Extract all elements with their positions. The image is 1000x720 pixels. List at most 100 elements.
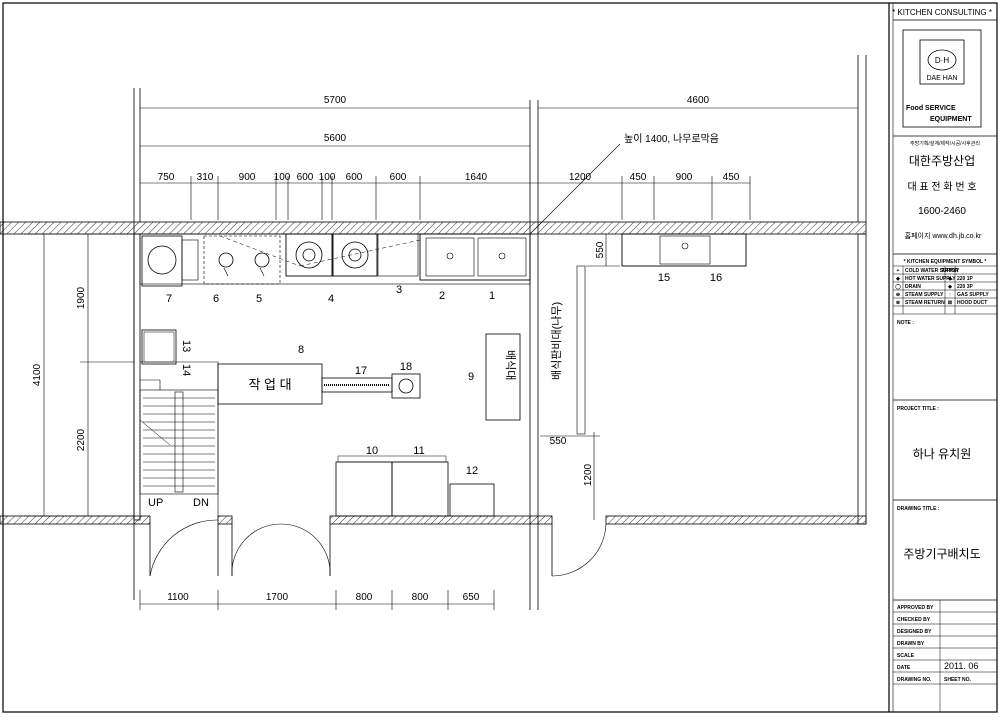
- svg-text:↑: ↑: [949, 292, 952, 298]
- dim-1700: 1700: [266, 592, 289, 603]
- dim-100a: 100: [274, 172, 291, 183]
- svg-text:APPROVED BY: APPROVED BY: [897, 605, 934, 611]
- label-2: 2: [439, 290, 445, 302]
- height-note: 높이 1400, 나무로막음: [624, 133, 719, 145]
- svg-text:HOOD DUCT: HOOD DUCT: [957, 300, 987, 306]
- equipment-12: [449, 483, 495, 517]
- equipment-4a: [285, 233, 333, 277]
- stairs: [139, 389, 219, 495]
- dim-1200-side: 1200: [583, 463, 594, 486]
- label-12: 12: [466, 465, 478, 477]
- serving-counter: [485, 333, 521, 421]
- label-9: 9: [468, 371, 474, 383]
- partition: [576, 265, 586, 435]
- svg-text:+: +: [897, 268, 900, 274]
- svg-text:GAS SUPPLY: GAS SUPPLY: [957, 292, 989, 298]
- dim-750: 750: [158, 172, 175, 183]
- logo-tagline-1: Food SERVICE: [906, 105, 956, 112]
- dim-800a: 800: [356, 592, 373, 603]
- svg-text:SCALE: SCALE: [897, 653, 915, 659]
- tb-company: 대한주방산업: [909, 154, 975, 168]
- tb-header: * KITCHEN CONSULTING *: [892, 8, 992, 17]
- stairs-up: UP: [148, 497, 163, 509]
- dim-4100: 4100: [32, 363, 43, 386]
- label-17: 17: [355, 365, 367, 377]
- left-wall: [133, 233, 141, 521]
- svg-text:220 1P: 220 1P: [957, 276, 974, 282]
- tb-project-label: PROJECT TITLE :: [897, 406, 939, 412]
- dim-310: 310: [197, 172, 214, 183]
- label-15: 15: [658, 272, 670, 284]
- svg-text:STEAM SUPPLY: STEAM SUPPLY: [905, 292, 944, 298]
- svg-text:220 3P: 220 3P: [957, 284, 974, 290]
- floor-plan: [0, 55, 867, 610]
- dim-650: 650: [463, 592, 480, 603]
- svg-text:STEAM RETURN: STEAM RETURN: [905, 300, 945, 306]
- dim-900: 900: [239, 172, 256, 183]
- dim-1640: 1640: [465, 172, 488, 183]
- tb-phone-label: 대 표 전 화 번 호: [907, 181, 976, 193]
- logo-name: DAE HAN: [926, 75, 957, 82]
- top-wall: [0, 221, 867, 235]
- symbol-legend: + COLD WATER SUPPLY TRTOR ◆ HOT WATER SU…: [893, 265, 997, 315]
- label-6: 6: [213, 293, 219, 305]
- equipment-11: [391, 461, 449, 517]
- plan-labels: 높이 1400, 나무로막음 1 2 3 4 5 6 7 8 9 10 11 1…: [148, 133, 722, 509]
- dim-900b: 900: [676, 172, 693, 183]
- label-11: 11: [413, 445, 424, 457]
- svg-text:⊕: ⊕: [896, 292, 900, 298]
- dim-450a: 450: [630, 172, 647, 183]
- dim-4600: 4600: [687, 95, 710, 106]
- dim-600b: 600: [346, 172, 363, 183]
- plan-dimensions: 5700 4600 5600 750 310 900 100 600 100 6…: [32, 95, 740, 603]
- svg-text:DRAWN BY: DRAWN BY: [897, 641, 925, 647]
- svg-text:DATE: DATE: [897, 665, 911, 671]
- equipment-4b: [332, 233, 378, 277]
- dim-600a: 600: [297, 172, 314, 183]
- dim-600c: 600: [390, 172, 407, 183]
- dim-1900: 1900: [76, 286, 87, 309]
- svg-text:◆: ◆: [947, 284, 952, 290]
- dim-5600: 5600: [324, 133, 347, 144]
- equipment-5-6: [203, 235, 281, 285]
- serving-counter-label: 배식대: [504, 350, 517, 380]
- partition-label: 배식판비대(나무): [550, 302, 563, 380]
- logo-text: D·H: [935, 56, 949, 65]
- right-wall: [857, 233, 867, 525]
- company-logo: [902, 29, 982, 128]
- tb-phone: 1600-2460: [918, 206, 966, 217]
- dim-1100: 1100: [167, 592, 189, 603]
- title-block: * KITCHEN CONSULTING * D·H DAE HAN Food …: [892, 8, 997, 712]
- label-13: 13: [180, 340, 192, 352]
- tb-drawing-no: DRAWING NO.: [897, 677, 932, 683]
- dim-5700: 5700: [324, 95, 347, 106]
- svg-text:◯: ◯: [895, 284, 901, 290]
- dim-2200: 2200: [76, 428, 87, 451]
- approval-table: APPROVED BY CHECKED BY DESIGNED BY DRAWN…: [893, 600, 997, 712]
- svg-text:DRAIN: DRAIN: [905, 284, 921, 290]
- tb-note-label: NOTE :: [897, 320, 914, 326]
- tb-legend-title: * KITCHEN EQUIPMENT SYMBOL *: [904, 259, 987, 265]
- label-7: 7: [166, 293, 172, 305]
- label-3: 3: [396, 284, 402, 296]
- label-14: 14: [180, 364, 192, 376]
- svg-text:◆: ◆: [895, 276, 900, 282]
- tb-services: 주방기획/설계/제작/시공/사후관리: [910, 140, 980, 147]
- svg-text:TRTOR: TRTOR: [941, 268, 959, 274]
- worktable-label: 작 업 대: [248, 377, 291, 392]
- label-4: 4: [328, 293, 334, 305]
- svg-text:COLD WATER SUPPLY: COLD WATER SUPPLY: [905, 268, 960, 274]
- equipment-13: [141, 329, 177, 365]
- svg-text:DESIGNED BY: DESIGNED BY: [897, 629, 932, 635]
- label-1: 1: [489, 290, 495, 302]
- svg-text:⊗: ⊗: [896, 300, 900, 306]
- svg-text:⊠: ⊠: [948, 300, 952, 306]
- label-18: 18: [400, 361, 412, 373]
- label-10: 10: [366, 445, 378, 457]
- equipment-1-2-sink: [419, 233, 531, 281]
- equipment-18: [391, 373, 421, 399]
- dim-550-side: 550: [595, 241, 606, 258]
- svg-text:HOT WATER SUPPLY: HOT WATER SUPPLY: [905, 276, 956, 282]
